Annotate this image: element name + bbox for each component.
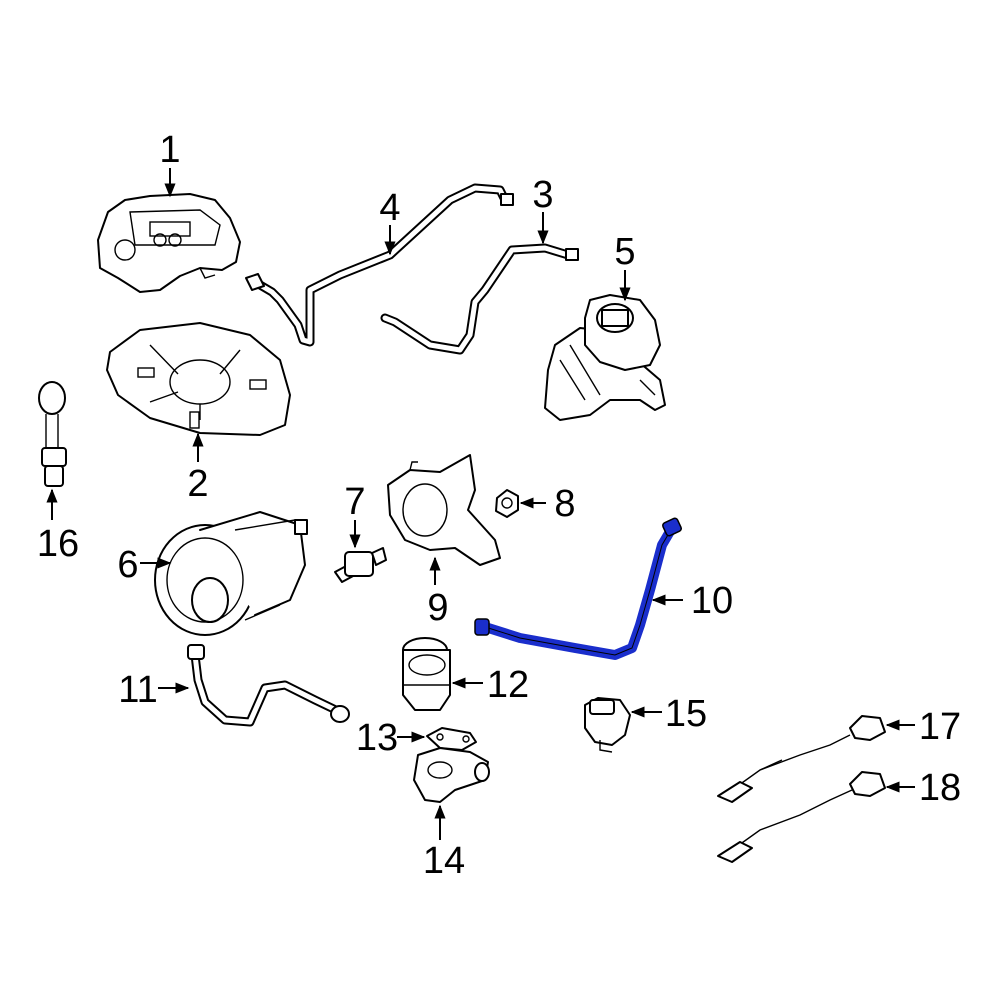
callout-labels: 1 2 3 4 5 6 7 8 9 10 11 12 13 14 15 16 1…	[37, 129, 961, 882]
callout-9: 9	[427, 587, 448, 629]
part-15-valve[interactable]	[584, 697, 631, 753]
callout-4: 4	[379, 187, 400, 229]
part-17-sensor[interactable]	[717, 715, 886, 803]
part-5-valve[interactable]	[544, 294, 666, 421]
part-14-flange[interactable]	[413, 747, 490, 803]
part-12-valve[interactable]	[402, 637, 451, 711]
callout-14: 14	[423, 840, 465, 882]
callout-10: 10	[691, 580, 733, 622]
part-1-housing[interactable]	[97, 193, 241, 293]
callout-8: 8	[554, 483, 575, 525]
part-16-connector[interactable]	[38, 381, 67, 487]
part-6-pump[interactable]	[154, 511, 308, 636]
callout-6: 6	[117, 544, 138, 586]
callout-17: 17	[919, 706, 961, 748]
callout-11: 11	[118, 669, 157, 711]
callout-7: 7	[344, 481, 365, 523]
callout-13: 13	[356, 717, 398, 759]
part-2-cover[interactable]	[106, 322, 291, 436]
callout-3: 3	[532, 174, 553, 216]
part-11-hose[interactable]	[187, 644, 350, 727]
callout-1: 1	[159, 129, 180, 171]
part-18-sensor[interactable]	[717, 771, 886, 863]
leader-arrows	[46, 168, 915, 840]
callout-2: 2	[187, 463, 208, 505]
part-13-gasket[interactable]	[426, 727, 477, 751]
callout-16: 16	[37, 523, 79, 565]
callout-18: 18	[919, 767, 961, 809]
part-9-bracket[interactable]	[387, 454, 501, 566]
part-8-nut[interactable]	[495, 489, 519, 518]
callout-15: 15	[665, 693, 707, 735]
part-3-line[interactable]	[380, 243, 579, 355]
callout-12: 12	[487, 664, 529, 706]
part-10-hose[interactable]	[474, 517, 682, 660]
callout-5: 5	[614, 231, 635, 273]
part-7-fitting[interactable]	[334, 547, 387, 583]
part-4-line[interactable]	[245, 183, 514, 347]
